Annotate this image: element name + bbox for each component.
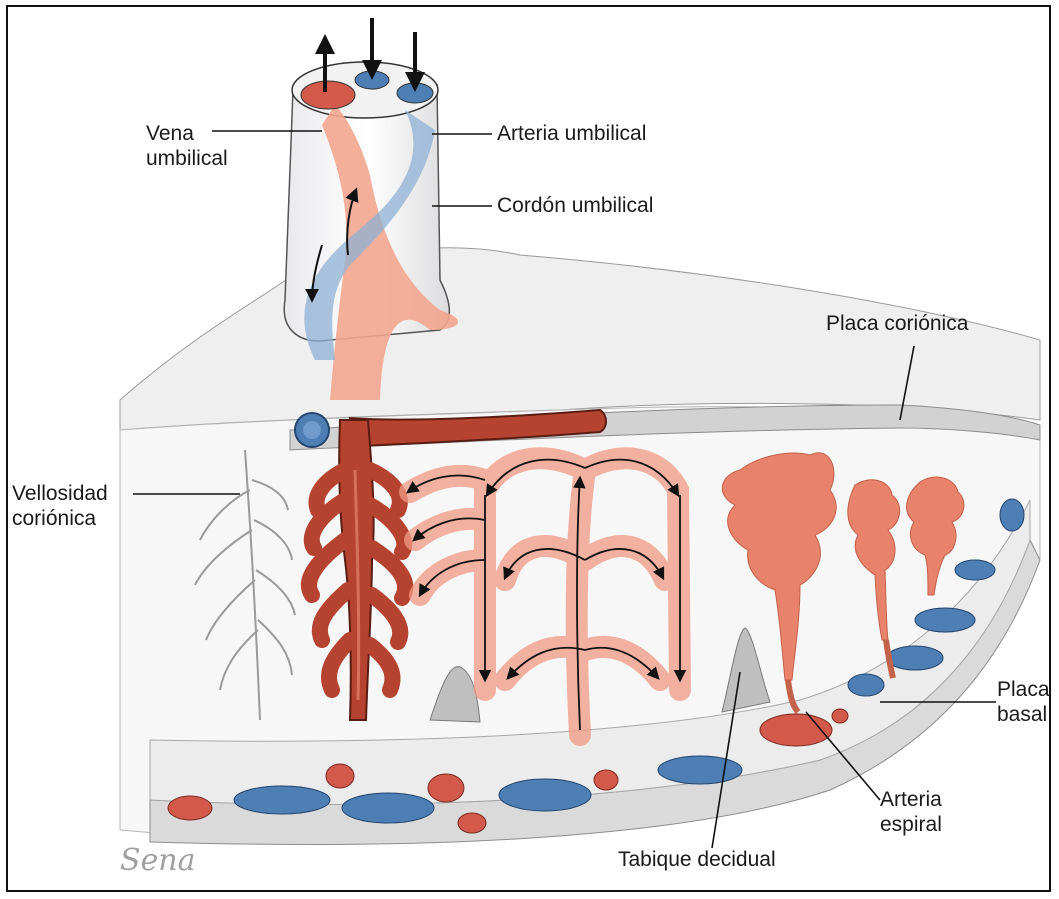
label-cordon-umbilical: Cordón umbilical bbox=[497, 193, 653, 218]
label-arteria-espiral: Arteria espiral bbox=[880, 787, 942, 837]
fetal-surface bbox=[120, 248, 1040, 430]
label-placa-basal: Placa basal bbox=[997, 677, 1050, 727]
label-arteria-umbilical: Arteria umbilical bbox=[497, 121, 646, 146]
label-vellosidad-corionica: Vellosidad coriónica bbox=[12, 481, 108, 531]
label-tabique-decidual: Tabique decidual bbox=[618, 847, 776, 872]
label-vena-umbilical: Vena umbilical bbox=[146, 121, 228, 171]
artist-signature: Sena bbox=[120, 848, 196, 873]
label-placa-corionica: Placa coriónica bbox=[826, 311, 968, 336]
